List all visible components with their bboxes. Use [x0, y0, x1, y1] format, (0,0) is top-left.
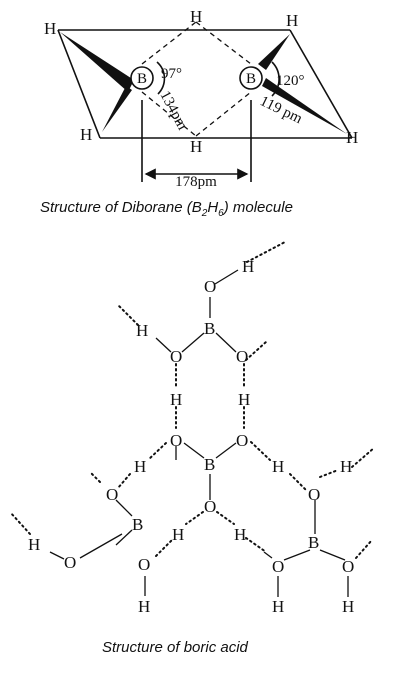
diborane-h-terminal-top-left: H	[44, 19, 56, 38]
distance-label-178pm: 178pm	[175, 174, 217, 190]
boric-o-left-bottom: O	[138, 555, 150, 574]
boric-o-centre-left: O	[170, 431, 182, 450]
diborane-h-terminal-bottom-left: H	[80, 125, 92, 144]
boric-acid-caption: Structure of boric acid	[102, 639, 249, 656]
boric-b-centre: B	[204, 455, 215, 474]
boric-h-left-bottom: H	[138, 597, 150, 616]
boric-b-top: B	[204, 319, 215, 338]
boric-h-mid-right: H	[238, 390, 250, 409]
boric-h-right-bottom-left: H	[272, 597, 284, 616]
boric-o-left-top: O	[106, 485, 118, 504]
bond-length-119pm: 119 pm	[257, 93, 305, 127]
boric-o-right-right: O	[342, 557, 354, 576]
boric-h-left-outer: H	[28, 535, 40, 554]
boric-h-centre-bottom-right: H	[234, 525, 246, 544]
boric-h-centre-left: H	[134, 457, 146, 476]
boric-h-mid-left: H	[170, 390, 182, 409]
boric-o-top: O	[204, 277, 216, 296]
boric-h-centre-bottom-left: H	[172, 525, 184, 544]
diborane-boron-left-label: B	[137, 71, 147, 87]
boric-o-centre-bottom: O	[204, 497, 216, 516]
boric-o-right-top: O	[308, 485, 320, 504]
diborane-h-terminal-bottom-right: H	[346, 128, 358, 147]
diborane-structure: B B H H H H H H 97° 120° 134pm 119 pm 17…	[40, 7, 358, 219]
diborane-boron-right-label: B	[246, 71, 256, 87]
boric-o-top-left: O	[170, 347, 182, 366]
diborane-h-terminal-top-right: H	[286, 11, 298, 30]
boric-acid-structure: H O B H O O H H O O B H H O O B H O H O …	[9, 241, 375, 656]
diborane-h-bridge-bottom: H	[190, 137, 202, 156]
boric-h-top-left: H	[136, 321, 148, 340]
diborane-caption: Structure of Diborane (B2H6) molecule	[40, 199, 293, 219]
diborane-h-bridge-top: H	[190, 7, 202, 26]
angle-label-120: 120°	[276, 73, 305, 89]
boric-h-right-bottom-right: H	[342, 597, 354, 616]
boric-b-left: B	[132, 515, 143, 534]
boric-h-top-right: H	[242, 257, 254, 276]
boric-b-right: B	[308, 533, 319, 552]
boric-h-right-top: H	[340, 457, 352, 476]
bond-length-134pm: 134pm	[156, 88, 190, 133]
angle-label-97: 97°	[161, 66, 182, 82]
boric-o-right-left: O	[272, 557, 284, 576]
boric-o-centre-right: O	[236, 431, 248, 450]
boric-o-top-right: O	[236, 347, 248, 366]
boric-h-centre-right: H	[272, 457, 284, 476]
boric-o-left-outer: O	[64, 553, 76, 572]
